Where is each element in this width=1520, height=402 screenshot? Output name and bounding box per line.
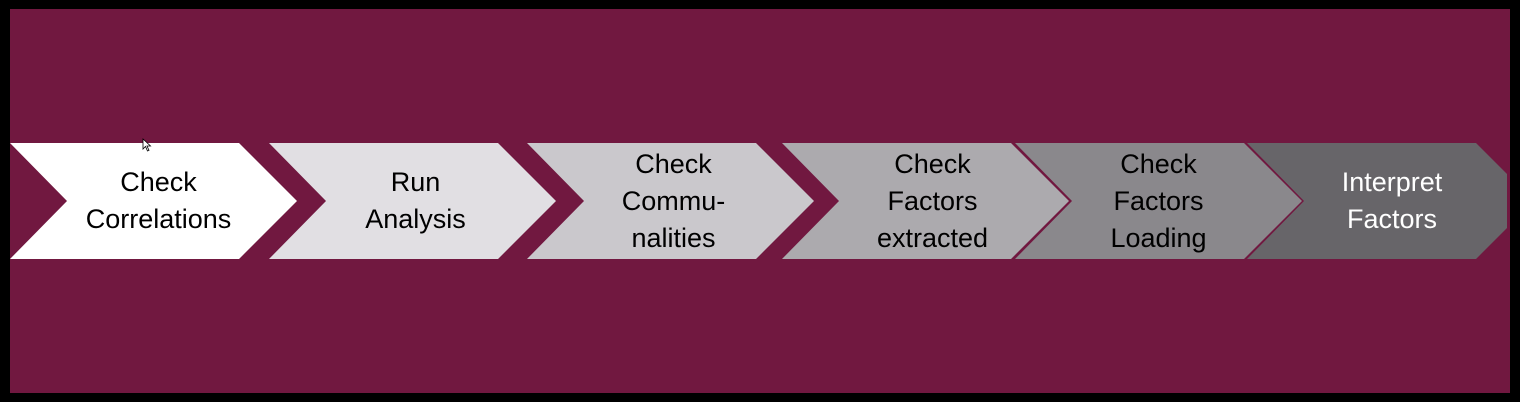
step-check-factors-extracted: Check Factors extracted <box>782 143 1069 259</box>
step-label: Check Correlations <box>85 167 232 234</box>
step-run-analysis: Run Analysis <box>269 143 556 259</box>
mouse-pointer-icon <box>142 138 152 152</box>
step-label: Check Factors extracted <box>876 148 989 253</box>
step-check-communalities: Check Commu- nalities <box>527 143 814 259</box>
step-check-correlations: Check Correlations <box>10 143 297 259</box>
step-label: Interpret Factors <box>1341 167 1443 234</box>
step-label: Check Commu- nalities <box>621 148 726 253</box>
process-diagram-canvas: Check Correlations Run Analysis Check Co… <box>10 9 1510 393</box>
step-label: Run Analysis <box>365 167 466 234</box>
step-label: Check Factors Loading <box>1110 148 1207 253</box>
